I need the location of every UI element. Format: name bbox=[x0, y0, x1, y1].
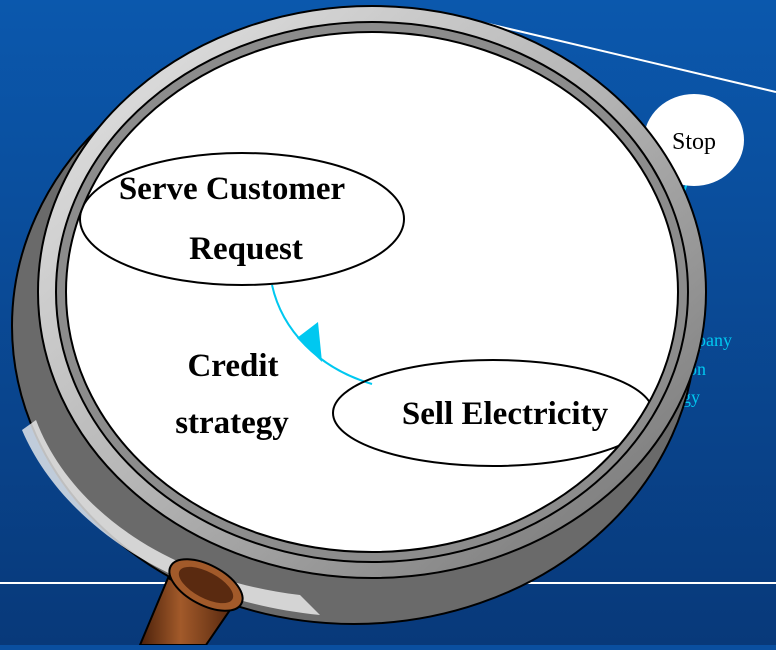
lens bbox=[65, 31, 679, 553]
magnified-diagram: Serve Customer Request Credit strategy S… bbox=[79, 152, 654, 467]
stop-label: Stop bbox=[672, 129, 716, 155]
node-serve-customer-request-line1: Serve Customer bbox=[119, 171, 345, 207]
magnifying-glass-icon bbox=[11, 5, 707, 646]
node-serve-customer-request bbox=[79, 152, 405, 286]
lens-rim-highlight bbox=[22, 420, 320, 615]
node-sell-electricity-label: Sell Electricity bbox=[402, 396, 609, 432]
node-serve-customer-request-line2: Request bbox=[189, 231, 303, 267]
edge-label-line1: Credit bbox=[187, 348, 278, 384]
arrowhead-icon bbox=[297, 322, 322, 362]
edge-label-line2: strategy bbox=[175, 405, 289, 441]
